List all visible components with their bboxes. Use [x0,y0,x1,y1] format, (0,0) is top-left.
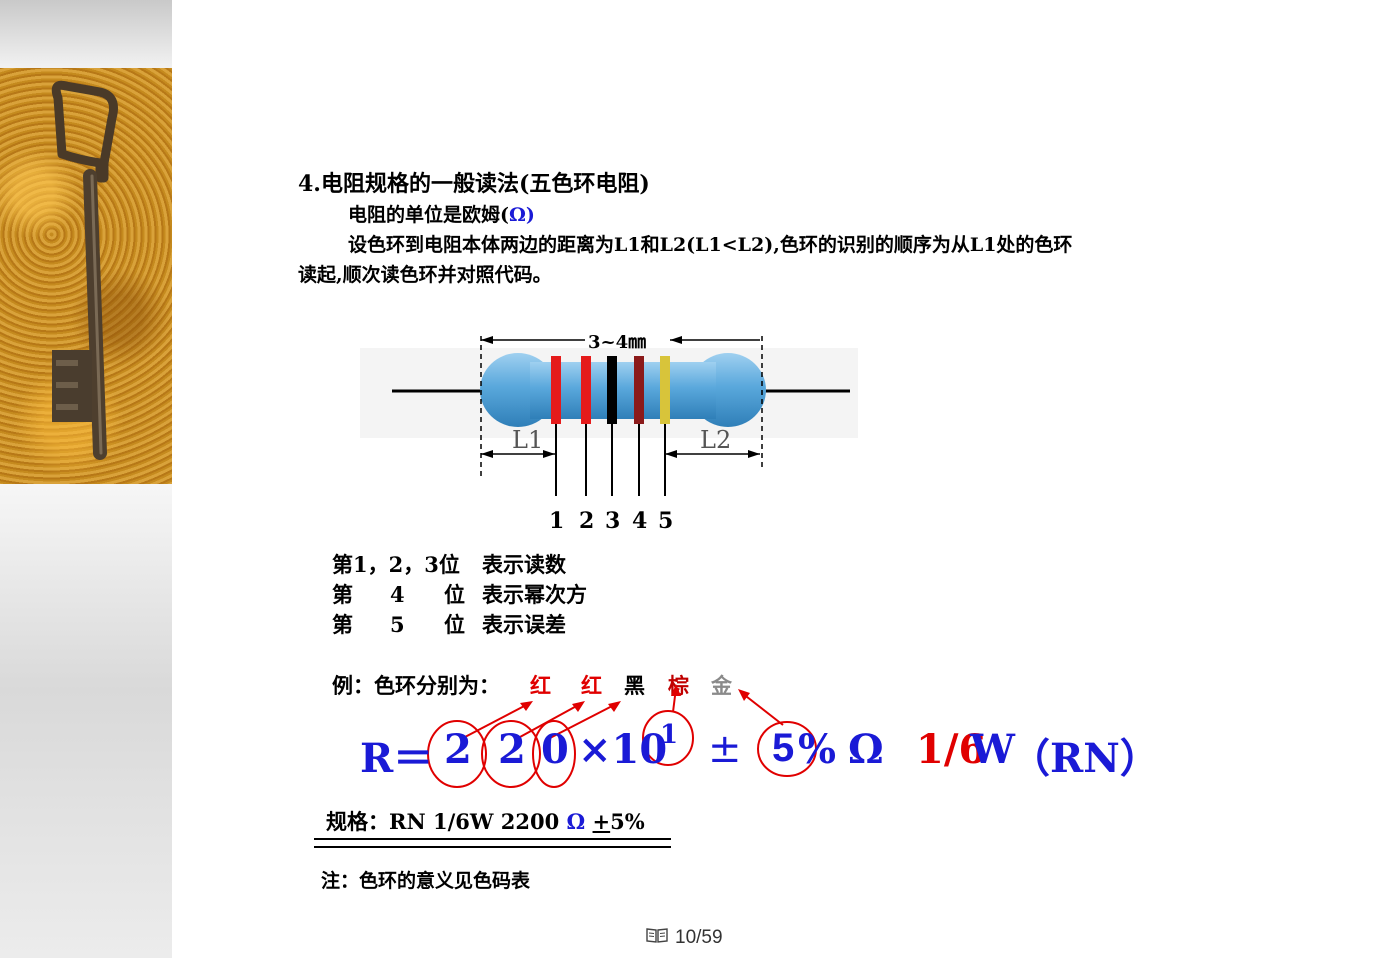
position-meaning: 表示幂次方 [482,582,587,607]
formula-tolerance: 5 [772,726,795,770]
color-band-3 [607,356,617,424]
key-photo [0,68,172,484]
l1-label: L1 [512,426,543,454]
spec-plus: + [592,809,611,834]
position-number: 5 [390,612,405,637]
color-band-1 [551,356,561,424]
unit-close: ) [525,204,535,226]
example-color-2: 红 [581,673,602,698]
position-label: 第 [332,612,353,637]
band-number-4: 4 [632,508,647,534]
formula-power: 1/6 [916,726,987,773]
position-meaning: 表示误差 [482,612,566,637]
page-title: 4.电阻规格的一般读法(五色环电阻) [298,171,650,197]
ohm-symbol: Ω [509,204,526,226]
circle-digit-3 [532,720,576,788]
position-label: 第 [332,582,353,607]
position-unit: 位 [444,582,465,607]
circle-digit-1 [427,720,487,788]
position-label: 第1，2，3位 [332,552,460,577]
color-band-2 [581,356,591,424]
spec-line: 规格：RN 1/6W 2200 Ω +5% [326,806,645,836]
spec-text: 规格：RN 1/6W 2200 [326,809,560,834]
spec-ohm: Ω [566,809,586,834]
formula-digit-2: 2 [498,726,526,773]
color-band-5 [660,356,670,424]
position-number: 4 [390,582,405,607]
formula-percent: % [798,726,837,773]
formula-type: （RN） [1010,735,1160,782]
circle-tolerance [757,721,817,777]
example-color-5: 金 [711,673,732,698]
unit-text: 电阻的单位是欧姆( [348,204,509,226]
page-number: 10/59 [675,927,723,949]
formula-plus-minus: ± [708,726,742,772]
spec-percent: 5% [610,809,645,834]
l2-label: L2 [700,426,731,454]
formula-digit-3: 0 [541,726,569,773]
page-footer: 10/59 [645,926,723,950]
circle-digit-2 [481,720,541,788]
spec-double-underline [314,838,671,848]
formula-exponent: 1 [660,720,679,750]
position-unit: 位 [444,612,465,637]
formula-times-ten: ×10 [578,726,668,773]
book-icon [645,926,669,950]
band-number-2: 2 [579,508,594,534]
color-band-4 [634,356,644,424]
circle-exponent [642,710,694,766]
formula-r: R＝ [360,735,434,782]
formula-watt: W [970,726,1015,773]
description-line-1: 设色环到电阻本体两边的距离为L1和L2(L1<L2),色环的识别的顺序为从L1处… [348,234,1073,256]
band-number-3: 3 [605,508,620,534]
example-label: 例：色环分别为： [332,673,500,698]
note: 注：色环的意义见色码表 [321,870,531,892]
length-label: 3~4㎜ [588,332,646,353]
band-number-5: 5 [658,508,673,534]
position-meaning: 表示读数 [482,552,566,577]
example-color-1: 红 [530,673,551,698]
description-line-2: 读起,顺次读色环并对照代码。 [298,264,552,286]
band-number-1: 1 [549,508,564,534]
unit-line: 电阻的单位是欧姆(Ω) [348,200,535,227]
formula-digit-1: 2 [444,726,472,773]
formula-ohm: Ω [848,726,884,773]
example-color-3: 黑 [624,673,645,698]
